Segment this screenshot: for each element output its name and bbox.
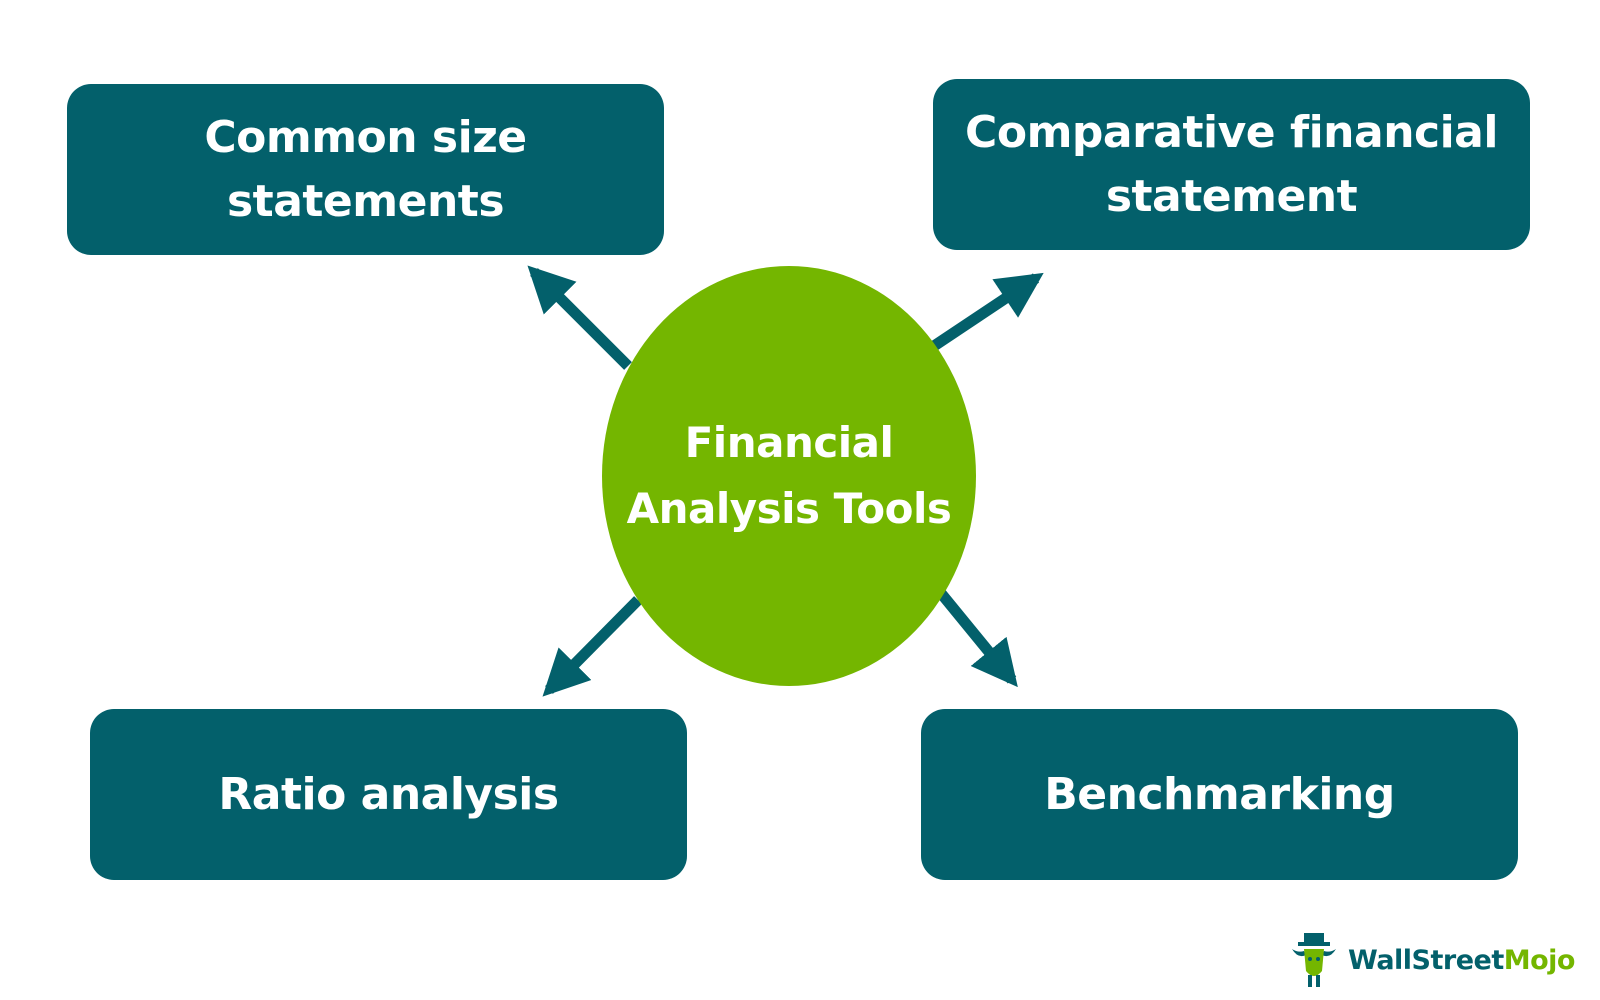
node-benchmarking: Benchmarking (921, 709, 1518, 880)
node-ratio-analysis: Ratio analysis (90, 709, 687, 880)
node-comparative-financial-statement: Comparative financial statement (933, 79, 1530, 250)
logo-text-wallstreet: WallStreet (1348, 944, 1504, 976)
node-label-line-1: Comparative financial (965, 106, 1498, 158)
logo-text: WallStreetMojo (1348, 945, 1575, 976)
bull-icon (1292, 933, 1336, 987)
wallstreetmojo-logo: WallStreetMojo (1288, 930, 1575, 990)
center-label: Financial Analysis Tools (627, 410, 952, 542)
logo-text-mojo: Mojo (1503, 944, 1576, 976)
node-label: Comparative financial statement (965, 101, 1498, 229)
arrow-to-bottom-left (542, 596, 642, 697)
node-label: Common size statements (204, 111, 527, 227)
node-label-line-2: statement (1105, 170, 1358, 222)
node-label: Ratio analysis (218, 768, 559, 820)
center-node-financial-analysis-tools: Financial Analysis Tools (602, 266, 976, 686)
center-label-line-1: Financial (684, 418, 894, 467)
node-common-size-statements: Common size statements (67, 84, 664, 255)
center-label-line-2: Analysis Tools (626, 484, 952, 533)
arrow-to-top-left (527, 265, 632, 370)
node-label: Benchmarking (1044, 768, 1395, 820)
arrow-to-bottom-right (935, 588, 1018, 688)
arrow-to-top-right (930, 272, 1044, 351)
